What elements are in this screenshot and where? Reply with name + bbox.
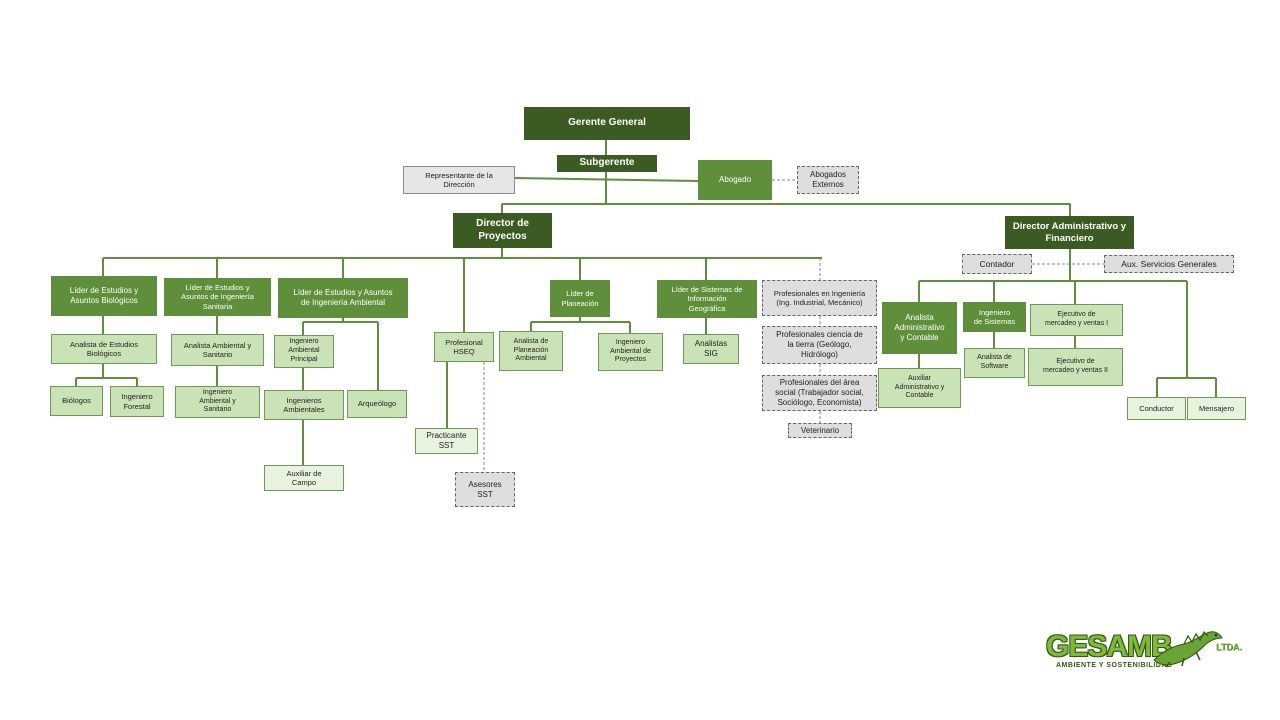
- abogado-box: Abogado: [698, 160, 772, 200]
- prof-ingenieria-box: Profesionales en Ingeniería (Ing. Indust…: [762, 280, 877, 316]
- analista-admin-label: Analista Administrativo y Contable: [894, 313, 945, 342]
- iguana-icon: [1153, 630, 1223, 668]
- lider-planeacion-box: Líder de Planeación: [550, 280, 610, 317]
- ejecutivo-2-label: Ejecutivo de mercadeo y ventas II: [1043, 358, 1108, 374]
- mensajero-box: Mensajero: [1187, 397, 1246, 420]
- ing-forestal-label: Ingeniero Forestal: [121, 392, 153, 411]
- abogados-externos-box: Abogados Externos: [797, 166, 859, 194]
- arqueologo-box: Arqueólogo: [347, 390, 407, 418]
- lider-ambiental-box: Líder de Estudios y Asuntos de Ingenierí…: [278, 278, 408, 318]
- veterinario-label: Veterinario: [800, 425, 840, 435]
- asesores-sst-box: Asesores SST: [455, 472, 515, 507]
- logo-suffix: LTDA.: [1216, 642, 1242, 652]
- analista-admin-box: Analista Administrativo y Contable: [882, 302, 957, 354]
- lider-sanitaria-box: Líder de Estudios y Asuntos de Ingenierí…: [164, 278, 271, 316]
- contador-box: Contador: [962, 254, 1032, 274]
- director-admin-label: Director Administrativo y Financiero: [1012, 220, 1127, 244]
- ing-sanitario-box: Ingeniero Ambiental y Sanitario: [175, 386, 260, 418]
- prof-ingenieria-label: Profesionales en Ingeniería (Ing. Indust…: [773, 288, 866, 307]
- ejecutivo-2-box: Ejecutivo de mercadeo y ventas II: [1028, 348, 1123, 386]
- conductor-box: Conductor: [1127, 397, 1186, 420]
- prof-hseq-box: Profesional HSEQ: [434, 332, 494, 362]
- logo-tagline: AMBIENTE Y SOSTENIBILIDAD: [1056, 662, 1173, 669]
- ing-ambientales-box: Ingenieros Ambientales: [264, 390, 344, 420]
- analista-sanitario-box: Analista Ambiental y Sanitario: [171, 334, 264, 366]
- lider-planeacion-label: Líder de Planeación: [561, 289, 599, 308]
- analista-software-box: Analista de Software: [964, 348, 1025, 378]
- mensajero-label: Mensajero: [1198, 403, 1235, 413]
- director-proyectos-label: Director de Proyectos: [476, 218, 529, 242]
- ing-amb-proyectos-box: Ingeniero Ambiental de Proyectos: [598, 333, 663, 371]
- prof-social-box: Profesionales del área social (Trabajado…: [762, 375, 877, 411]
- asesores-sst-label: Asesores SST: [468, 479, 502, 499]
- analista-software-label: Analista de Software: [977, 354, 1012, 370]
- ing-sanitario-label: Ingeniero Ambiental y Sanitario: [199, 388, 236, 414]
- aux-admin-box: Auxiliar Administrativo y Contable: [878, 368, 961, 408]
- analista-biologicos-label: Analista de Estudios Biológicos: [70, 339, 138, 358]
- ing-amb-principal-label: Ingeniero Ambiental Principal: [288, 338, 320, 363]
- prof-hseq-label: Profesional HSEQ: [445, 337, 483, 356]
- abogado-label: Abogado: [718, 175, 752, 184]
- gerente-general-label: Gerente General: [568, 117, 646, 129]
- aux-campo-label: Auxiliar de Campo: [286, 468, 322, 487]
- ejecutivo-1-label: Ejecutivo de mercadeo y ventas I: [1044, 311, 1109, 327]
- aux-admin-label: Auxiliar Administrativo y Contable: [894, 374, 945, 400]
- lider-sig-label: Líder de Sistemas de Información Geográf…: [671, 284, 743, 313]
- logo-wordmark: GESAMB: [1046, 630, 1173, 663]
- biologos-label: Biólogos: [62, 396, 91, 406]
- gerente-general-box: Gerente General: [524, 107, 690, 140]
- ing-forestal-box: Ingeniero Forestal: [110, 386, 164, 417]
- abogados-externos-label: Abogados Externos: [809, 170, 847, 189]
- representante-box: Representante de la Dirección: [403, 166, 515, 194]
- prof-social-label: Profesionales del área social (Trabajado…: [775, 378, 864, 407]
- subgerente-label: Subgerente: [579, 157, 635, 169]
- aux-campo-box: Auxiliar de Campo: [264, 465, 344, 491]
- prof-tierra-label: Profesionales ciencia de la tierra (Geól…: [776, 330, 863, 359]
- analista-sanitario-label: Analista Ambiental y Sanitario: [183, 340, 252, 359]
- lider-ambiental-label: Líder de Estudios y Asuntos de Ingenierí…: [293, 288, 393, 307]
- prof-tierra-box: Profesionales ciencia de la tierra (Geól…: [762, 326, 877, 364]
- analistas-sig-box: Analistas SIG: [683, 334, 739, 364]
- director-proyectos-box: Director de Proyectos: [453, 213, 552, 248]
- lider-biologicos-label: Líder de Estudios y Asuntos Biológicos: [69, 286, 139, 305]
- veterinario-box: Veterinario: [788, 423, 852, 438]
- ing-sistemas-box: Ingeniero de Sistemas: [963, 302, 1026, 332]
- lider-biologicos-box: Líder de Estudios y Asuntos Biológicos: [51, 276, 157, 316]
- analista-planeacion-label: Analista de Planeación Ambiental: [513, 337, 549, 363]
- subgerente-box: Subgerente: [557, 155, 657, 172]
- aux-servicios-label: Aux. Servicios Generales: [1121, 258, 1217, 269]
- biologos-box: Biólogos: [50, 386, 103, 416]
- director-admin-box: Director Administrativo y Financiero: [1005, 216, 1134, 249]
- arqueologo-label: Arqueólogo: [357, 399, 397, 409]
- ing-sistemas-label: Ingeniero de Sistemas: [973, 307, 1016, 326]
- practicante-sst-box: Practicante SST: [415, 428, 478, 454]
- analistas-sig-label: Analistas SIG: [694, 339, 728, 358]
- ing-ambientales-label: Ingenieros Ambientales: [283, 395, 325, 414]
- ing-amb-principal-box: Ingeniero Ambiental Principal: [274, 335, 334, 368]
- analista-biologicos-box: Analista de Estudios Biológicos: [51, 334, 157, 364]
- contador-label: Contador: [979, 258, 1015, 269]
- lider-sanitaria-label: Líder de Estudios y Asuntos de Ingenierí…: [181, 282, 254, 311]
- gesamb-logo: GESAMB LTDA. AMBIENTE Y SOSTENIBILIDAD: [1040, 620, 1250, 676]
- ing-amb-proyectos-label: Ingeniero Ambiental de Proyectos: [610, 338, 651, 364]
- representante-label: Representante de la Dirección: [425, 170, 493, 189]
- ejecutivo-1-box: Ejecutivo de mercadeo y ventas I: [1030, 304, 1123, 336]
- analista-planeacion-box: Analista de Planeación Ambiental: [499, 331, 563, 371]
- aux-servicios-box: Aux. Servicios Generales: [1104, 255, 1234, 273]
- lider-sig-box: Líder de Sistemas de Información Geográf…: [657, 280, 757, 318]
- practicante-sst-label: Practicante SST: [426, 431, 467, 450]
- conductor-label: Conductor: [1139, 403, 1174, 413]
